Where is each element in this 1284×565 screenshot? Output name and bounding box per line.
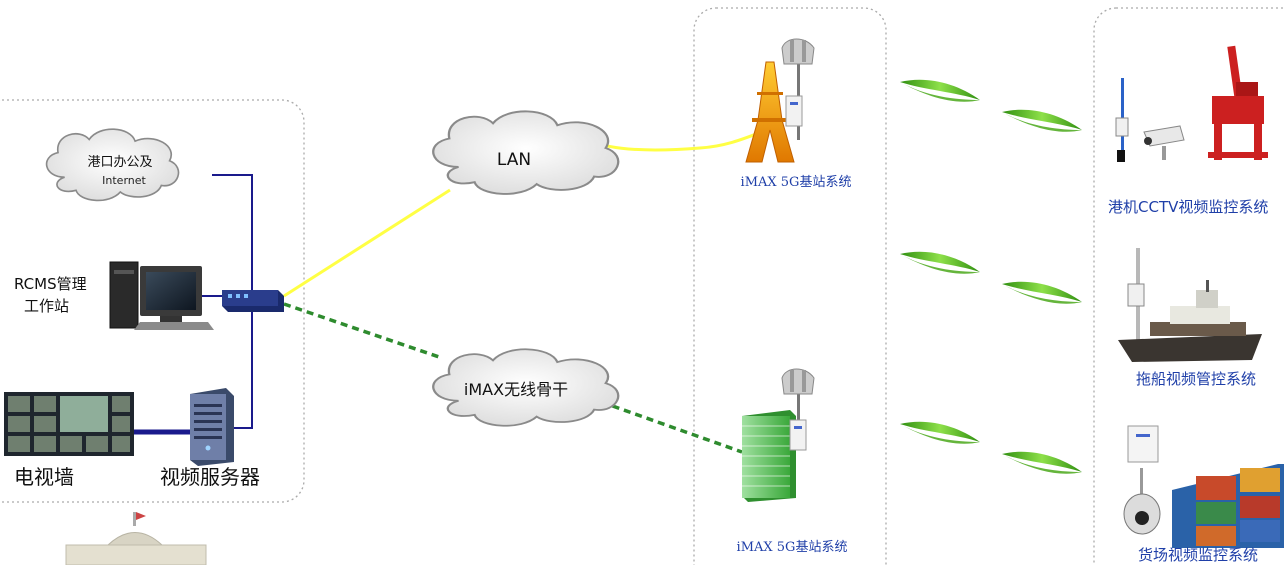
- switch-icon: [222, 290, 284, 312]
- signal-wave-icon: [900, 251, 980, 274]
- cctv-pole-icon: [1115, 78, 1129, 162]
- rcms-label-line1: RCMS管理: [14, 275, 87, 293]
- left-panel: [0, 99, 305, 503]
- lan-links: [283, 126, 773, 298]
- wired-links: [200, 174, 253, 429]
- antenna-icon: [781, 368, 815, 451]
- wireless-backbone-links: [283, 302, 743, 454]
- antenna-icon: [781, 38, 815, 140]
- antenna-pole-icon: [1127, 248, 1145, 342]
- dome-camera-icon: [1123, 468, 1161, 535]
- cctv-camera-icon: [1143, 125, 1185, 160]
- middle-panel: [693, 7, 887, 565]
- port-crane-icon: [1208, 45, 1268, 160]
- base-station-bottom-label: iMAX 5G基站系统: [737, 540, 848, 555]
- crane-cctv-label: 港机CCTV视频监控系统: [1108, 198, 1268, 216]
- tv-wall-icon: [4, 392, 134, 456]
- workstation-icon: [109, 261, 214, 330]
- tugboat-icon: [1118, 280, 1262, 362]
- signal-wave-icon: [1002, 281, 1082, 304]
- video-server-label: 视频服务器: [160, 465, 260, 489]
- signal-wave-icon: [900, 79, 980, 102]
- office-building-icon: [742, 410, 796, 502]
- wall-ap-icon: [1127, 425, 1159, 463]
- backbone-cloud-label: iMAX无线骨干: [464, 380, 568, 399]
- signal-wave-icon: [1002, 451, 1082, 474]
- lan-cloud-label: LAN: [497, 150, 531, 170]
- containers-icon: [1172, 464, 1284, 548]
- office-cloud-sublabel: Internet: [102, 174, 146, 187]
- yard-label: 货场视频监控系统: [1138, 546, 1258, 564]
- video-server-icon: [190, 388, 234, 466]
- office-cloud-label: 港口办公及: [87, 155, 152, 170]
- tugboat-label: 拖船视频管控系统: [1136, 370, 1256, 388]
- signal-wave-icon: [1002, 109, 1082, 132]
- tv-wall-label: 电视墙: [14, 465, 74, 489]
- base-station-top-label: iMAX 5G基站系统: [741, 175, 852, 190]
- tower-icon: [745, 61, 795, 163]
- signal-wave-icon: [900, 421, 980, 444]
- rcms-label-line2: 工作站: [24, 297, 69, 315]
- building-icon: [65, 512, 207, 565]
